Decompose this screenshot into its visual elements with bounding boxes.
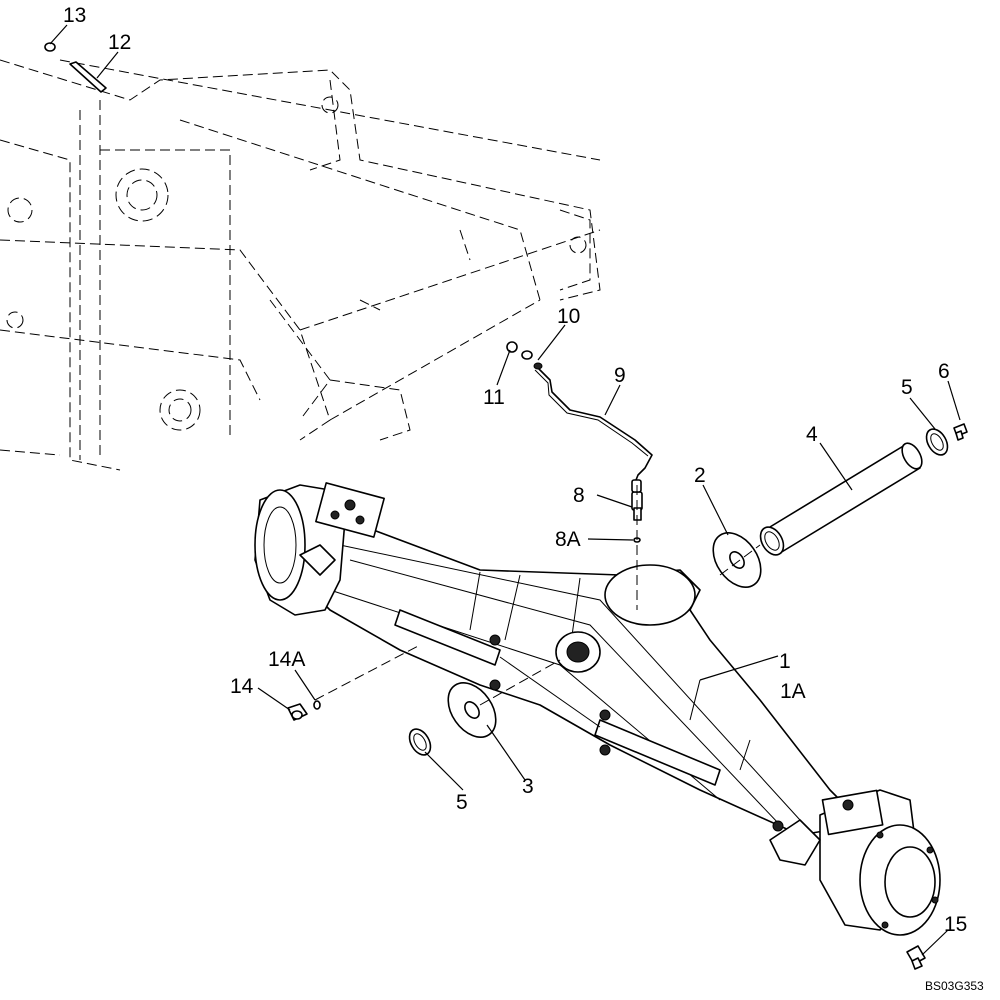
axle-housing bbox=[254, 482, 941, 936]
callout-10: 10 bbox=[557, 305, 580, 328]
pivot-pin bbox=[759, 442, 923, 556]
thrust-washer-front bbox=[447, 682, 497, 738]
callout-11: 11 bbox=[483, 386, 505, 409]
callout-14: 14 bbox=[230, 675, 254, 698]
callout-8A: 8A bbox=[555, 528, 581, 551]
callout-5-lower: 5 bbox=[456, 791, 468, 814]
figure-reference-code: BS03G353 bbox=[925, 979, 984, 993]
callout-8: 8 bbox=[573, 484, 585, 507]
callout-1: 1 bbox=[779, 650, 791, 673]
callout-2: 2 bbox=[694, 464, 706, 487]
leader-lines bbox=[49, 24, 961, 956]
grease-fitting-14 bbox=[287, 703, 308, 721]
callout-3: 3 bbox=[522, 775, 534, 798]
callout-1A: 1A bbox=[780, 680, 806, 703]
hub-bolt-15 bbox=[906, 945, 926, 970]
loader-frame-phantom bbox=[0, 59, 601, 471]
callout-14A: 14A bbox=[268, 648, 305, 671]
center-lines bbox=[314, 485, 761, 706]
thrust-washer-rear bbox=[712, 532, 762, 588]
nut-13 bbox=[44, 42, 56, 52]
callout-12: 12 bbox=[108, 31, 131, 54]
callout-9: 9 bbox=[614, 364, 626, 387]
o-ring-14A bbox=[313, 700, 321, 710]
callout-6: 6 bbox=[938, 360, 950, 383]
fitting-nut-11 bbox=[506, 341, 518, 353]
callout-13: 13 bbox=[63, 4, 86, 27]
callout-4: 4 bbox=[806, 423, 818, 446]
snap-ring-front bbox=[408, 728, 432, 756]
fitting-nut-10 bbox=[521, 350, 543, 370]
stud-bolt-12 bbox=[69, 61, 107, 93]
snap-ring-rear bbox=[925, 428, 949, 456]
callout-15: 15 bbox=[944, 913, 967, 936]
callout-5-upper: 5 bbox=[901, 376, 913, 399]
callout-labels: 1 1A 2 3 4 5 5 6 8 8A 9 10 11 12 13 14 1… bbox=[63, 4, 967, 936]
retaining-bolt bbox=[953, 423, 968, 441]
grease-line bbox=[534, 366, 653, 481]
